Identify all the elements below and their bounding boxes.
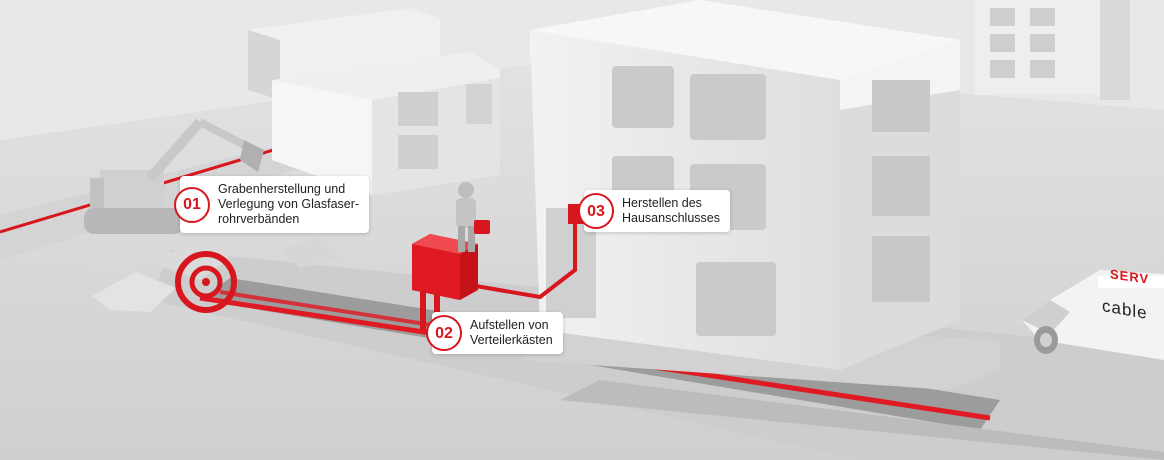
step-02-badge: 02 [426, 315, 462, 351]
step-01-badge: 01 [174, 186, 210, 223]
step-02-text-line-1: Aufstellen von [470, 318, 549, 332]
step-03-callout: 03 Herstellen des Hausanschlusses [578, 190, 730, 232]
worker-icon [456, 182, 490, 252]
step-01-text-line-3: rohrverbänden [218, 212, 300, 226]
step-02-callout: 02 Aufstellen von Verteilerkästen [426, 312, 563, 354]
trench-edge [560, 380, 1164, 460]
step-03-text-line-1: Herstellen des [622, 196, 702, 210]
cable-drum-icon [175, 251, 237, 313]
step-03-text-line-2: Hausanschlusses [622, 211, 720, 225]
excavator-icon [84, 118, 264, 234]
step-01-text-line-2: Verlegung von Glasfaser- [218, 197, 360, 211]
step-02-text-line-2: Verteilerkästen [470, 333, 553, 347]
house-connection-cable [469, 220, 577, 300]
step-03-badge: 03 [578, 193, 614, 229]
building-tower-right [975, 0, 1130, 100]
step-01-callout: 01 Grabenherstellung und Verlegung von G… [174, 176, 370, 233]
van-icon [1022, 270, 1164, 360]
step-01-text-line-1: Grabenherstellung und [218, 182, 346, 196]
building-small [272, 52, 500, 195]
